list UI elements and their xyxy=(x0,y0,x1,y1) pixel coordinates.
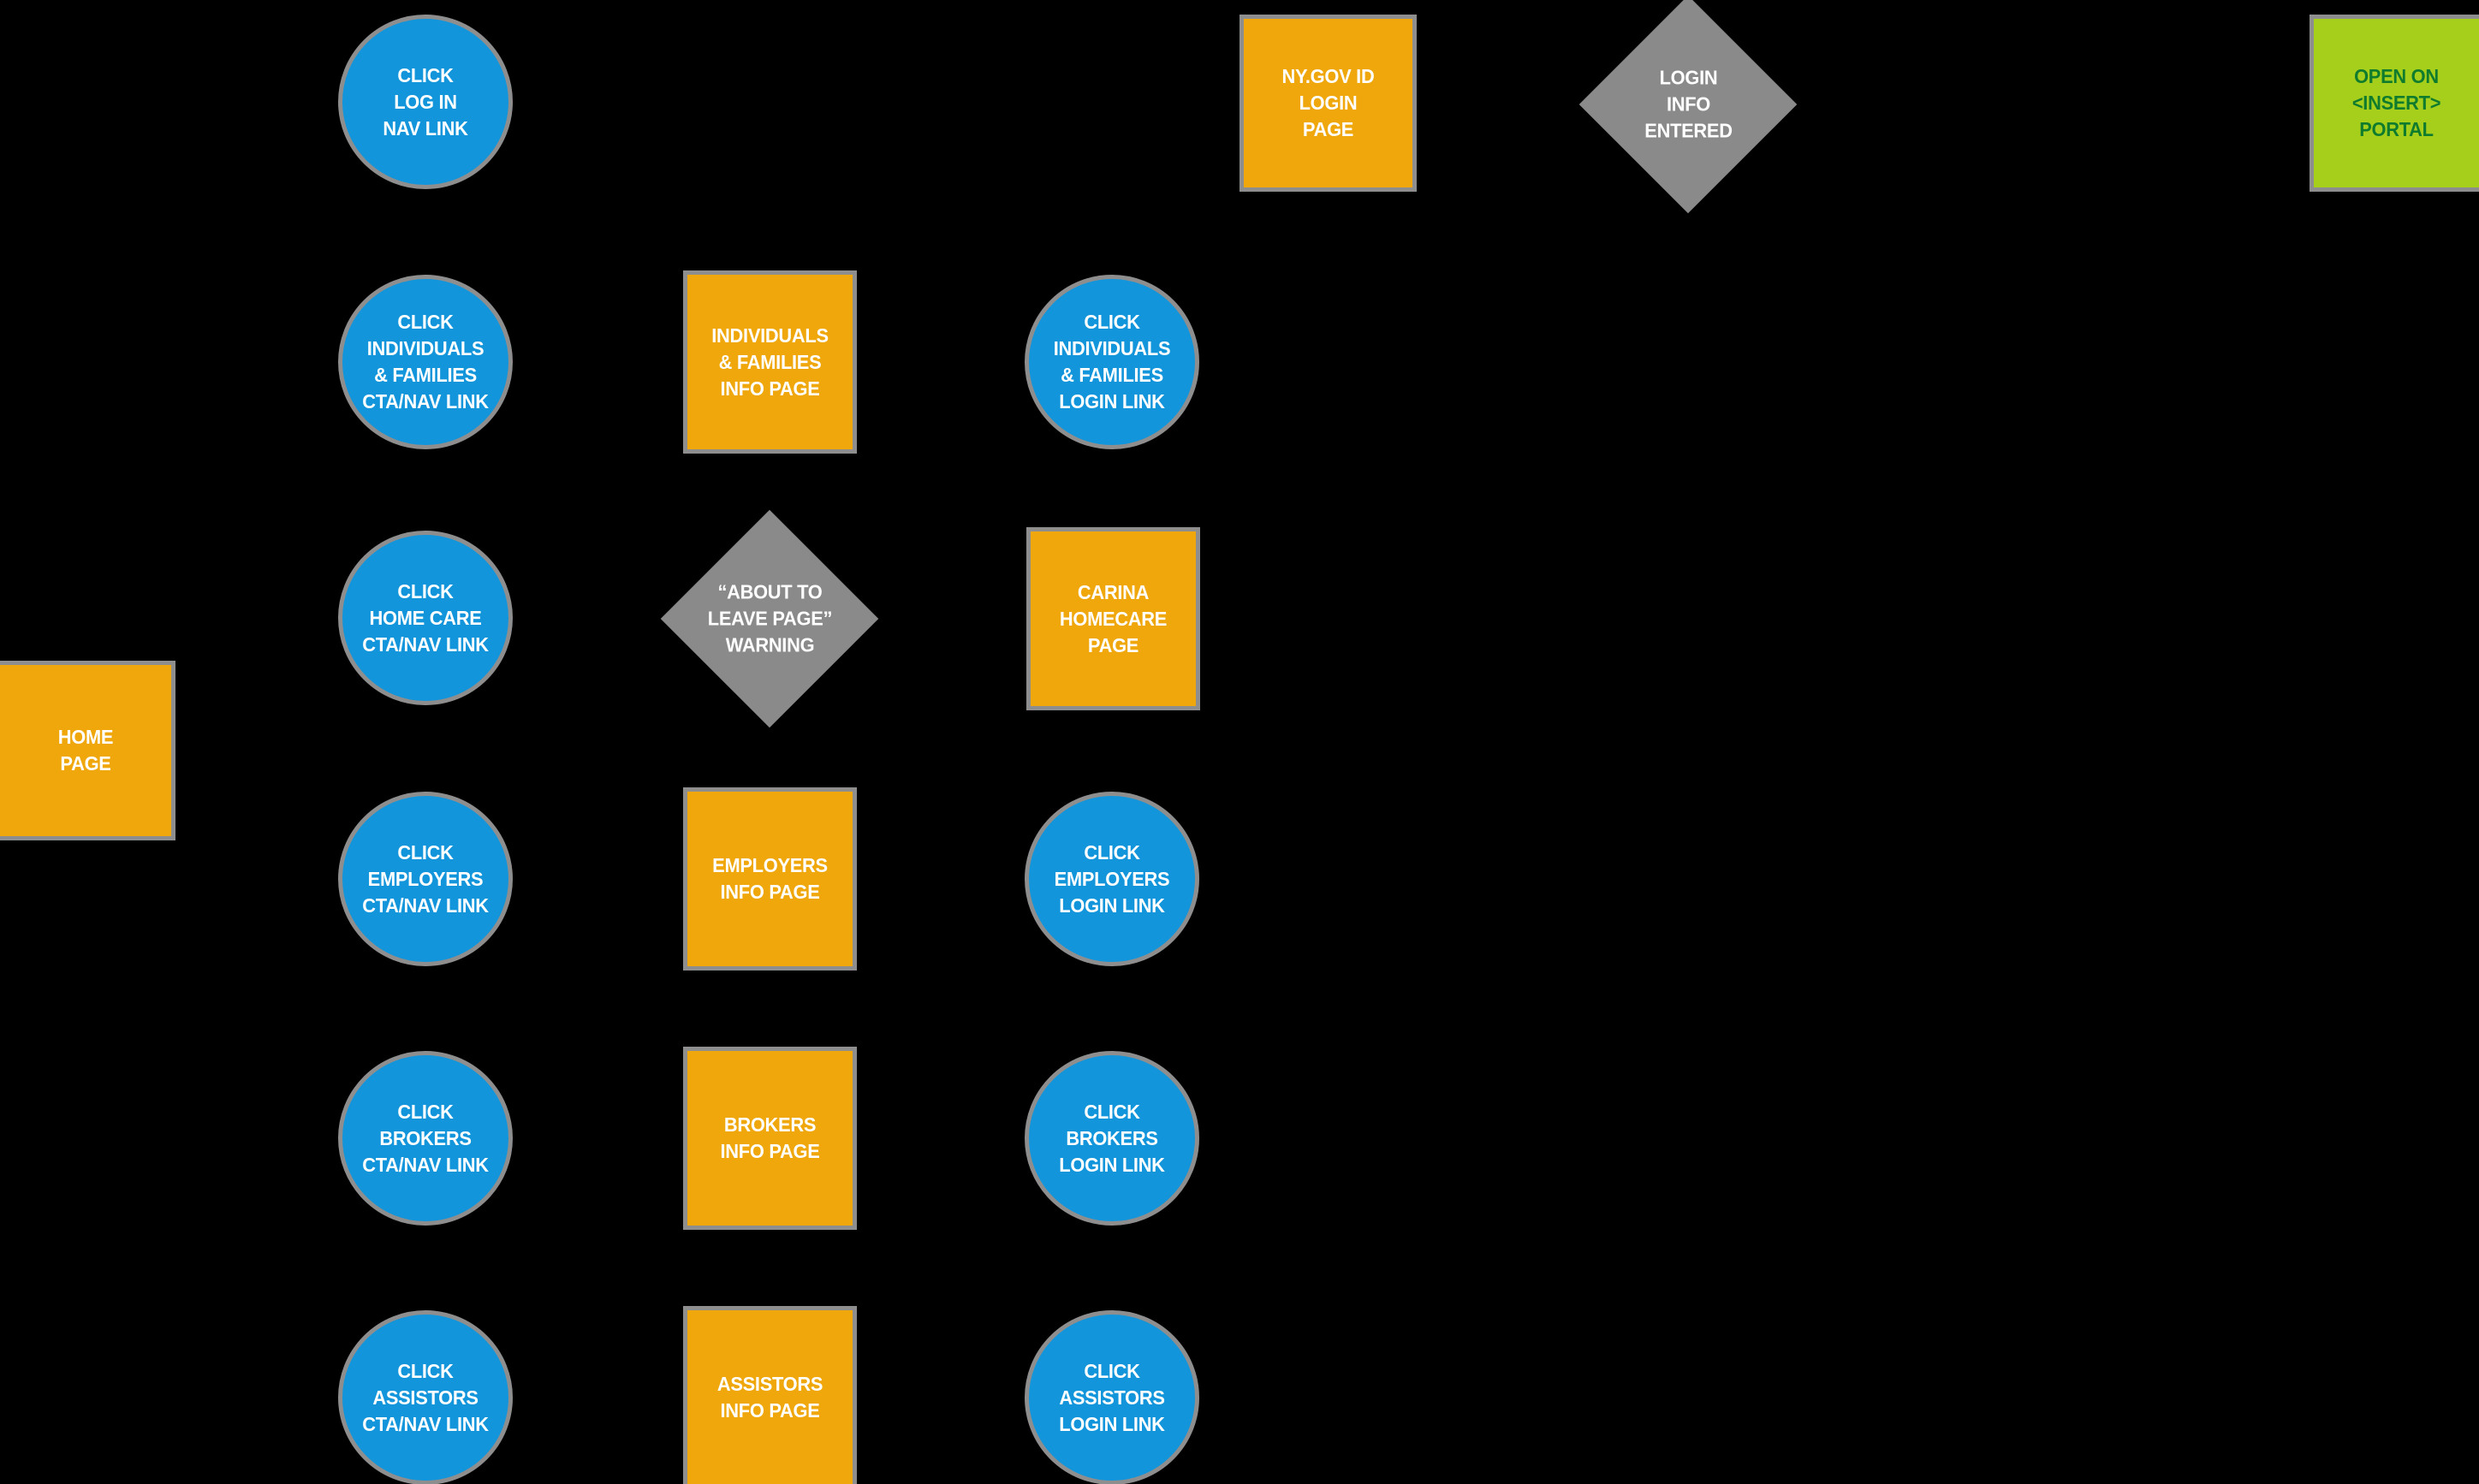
click-assistors-cta-nav-link-label-line: CLICK xyxy=(397,1359,454,1382)
assistors-info-page-label: ASSISTORS INFO PAGE xyxy=(691,1371,847,1424)
individuals-families-info-page-label-line: & FAMILIES xyxy=(718,350,821,373)
about-to-leave-page-warning-label-line: “ABOUT TO xyxy=(716,580,823,603)
about-to-leave-page-warning-node[interactable]: “ABOUT TO LEAVE PAGE” WARNING xyxy=(660,509,879,728)
about-to-leave-page-warning-label-line: WARNING xyxy=(725,633,814,656)
carina-homecare-page-label: CARINA HOMECARE PAGE xyxy=(1034,579,1191,659)
carina-homecare-page-label-line: CARINA xyxy=(1077,580,1149,603)
click-brokers-login-link-label: CLICK BROKERS LOGIN LINK xyxy=(1033,1099,1191,1178)
brokers-info-page-label-line: INFO PAGE xyxy=(719,1140,819,1162)
click-individuals-families-cta-nav-link-label-line: CLICK xyxy=(397,311,454,333)
click-employers-cta-nav-link-label-line: CLICK xyxy=(397,840,454,864)
click-employers-cta-nav-link-node[interactable]: CLICK EMPLOYERS CTA/NAV LINK xyxy=(338,792,513,966)
click-individuals-families-login-link-label-line: CLICK xyxy=(1084,311,1140,333)
click-home-care-cta-nav-link-label-line: CLICK xyxy=(397,579,454,603)
ny-gov-id-login-page-label-line: LOGIN xyxy=(1299,91,1357,114)
employers-info-page-label-line: INFO PAGE xyxy=(719,881,819,903)
click-assistors-cta-nav-link-label-line: ASSISTORS xyxy=(372,1386,479,1409)
click-brokers-login-link-label-line: BROKERS xyxy=(1066,1126,1158,1149)
click-individuals-families-login-link-label: CLICK INDIVIDUALS & FAMILIES LOGIN LINK xyxy=(1033,309,1191,415)
click-assistors-cta-nav-link-label: CLICK ASSISTORS CTA/NAV LINK xyxy=(347,1358,504,1438)
click-brokers-login-link-label-line: CLICK xyxy=(1084,1100,1140,1123)
login-info-entered-label: LOGIN INFO ENTERED xyxy=(1584,65,1792,145)
click-individuals-families-cta-nav-link-label-line: INDIVIDUALS xyxy=(366,337,485,359)
click-brokers-cta-nav-link-label-line: CTA/NAV LINK xyxy=(362,1153,489,1176)
click-log-in-nav-link-label: CLICK LOG IN NAV LINK xyxy=(347,62,504,142)
login-info-entered-label-line: LOGIN xyxy=(1659,66,1717,89)
click-employers-cta-nav-link-label: CLICK EMPLOYERS CTA/NAV LINK xyxy=(347,840,504,919)
click-assistors-login-link-label-line: ASSISTORS xyxy=(1059,1386,1165,1409)
carina-homecare-page-label-line: HOMECARE xyxy=(1059,607,1167,630)
click-brokers-cta-nav-link-label: CLICK BROKERS CTA/NAV LINK xyxy=(347,1099,504,1178)
assistors-info-page-label-line: ASSISTORS xyxy=(716,1373,823,1395)
assistors-info-page-node[interactable]: ASSISTORS INFO PAGE xyxy=(682,1306,857,1484)
home-page-node[interactable]: HOME PAGE xyxy=(0,661,175,840)
click-home-care-cta-nav-link-label: CLICK HOME CARE CTA/NAV LINK xyxy=(347,579,504,658)
click-individuals-families-cta-nav-link-label: CLICK INDIVIDUALS & FAMILIES CTA/NAV LINK xyxy=(347,309,504,415)
login-info-entered-node[interactable]: LOGIN INFO ENTERED xyxy=(1578,0,1798,214)
click-employers-cta-nav-link-label-line: CTA/NAV LINK xyxy=(362,893,489,917)
login-info-entered-label-line: INFO xyxy=(1666,92,1710,116)
click-individuals-families-login-link-node[interactable]: CLICK INDIVIDUALS & FAMILIES LOGIN LINK xyxy=(1025,275,1199,449)
click-brokers-cta-nav-link-node[interactable]: CLICK BROKERS CTA/NAV LINK xyxy=(338,1051,513,1226)
click-individuals-families-login-link-label-line: & FAMILIES xyxy=(1061,364,1163,386)
open-on-insert-portal-label: OPEN ON <INSERT> PORTAL xyxy=(2317,63,2474,143)
click-brokers-login-link-node[interactable]: CLICK BROKERS LOGIN LINK xyxy=(1025,1051,1199,1226)
open-on-insert-portal-label-line: PORTAL xyxy=(2358,117,2434,140)
click-employers-login-link-label-line: LOGIN LINK xyxy=(1059,893,1165,917)
click-assistors-login-link-label: CLICK ASSISTORS LOGIN LINK xyxy=(1033,1358,1191,1438)
brokers-info-page-node[interactable]: BROKERS INFO PAGE xyxy=(682,1047,857,1230)
click-employers-login-link-label-line: CLICK xyxy=(1084,840,1140,864)
click-individuals-families-cta-nav-link-node[interactable]: CLICK INDIVIDUALS & FAMILIES CTA/NAV LINK xyxy=(338,275,513,449)
open-on-insert-portal-label-line: OPEN ON xyxy=(2353,64,2439,87)
login-info-entered-label-line: ENTERED xyxy=(1644,119,1733,142)
individuals-families-info-page-label-line: INFO PAGE xyxy=(719,377,819,400)
carina-homecare-page-node[interactable]: CARINA HOMECARE PAGE xyxy=(1025,527,1200,710)
click-employers-login-link-label: CLICK EMPLOYERS LOGIN LINK xyxy=(1033,840,1191,919)
click-brokers-cta-nav-link-label-line: CLICK xyxy=(397,1100,454,1123)
click-assistors-login-link-label-line: CLICK xyxy=(1084,1359,1140,1382)
home-page-label: HOME PAGE xyxy=(4,724,167,777)
open-on-insert-portal-label-line: <INSERT> xyxy=(2351,91,2440,114)
click-log-in-nav-link-node[interactable]: CLICK LOG IN NAV LINK xyxy=(338,15,513,189)
click-employers-login-link-label-line: EMPLOYERS xyxy=(1054,867,1170,890)
click-log-in-nav-link-label-line: LOG IN xyxy=(394,90,457,113)
about-to-leave-page-warning-label-line: LEAVE PAGE” xyxy=(707,607,832,630)
brokers-info-page-label: BROKERS INFO PAGE xyxy=(691,1112,847,1165)
individuals-families-info-page-label: INDIVIDUALS & FAMILIES INFO PAGE xyxy=(691,323,847,402)
click-individuals-families-login-link-label-line: LOGIN LINK xyxy=(1059,390,1165,413)
individuals-families-info-page-node[interactable]: INDIVIDUALS & FAMILIES INFO PAGE xyxy=(682,270,857,454)
carina-homecare-page-label-line: PAGE xyxy=(1087,633,1138,656)
open-on-insert-portal-node[interactable]: OPEN ON <INSERT> PORTAL xyxy=(2309,14,2479,192)
home-page-label-line: HOME xyxy=(57,726,114,748)
click-log-in-nav-link-label-line: NAV LINK xyxy=(383,116,468,139)
ny-gov-id-login-page-label: NY.GOV ID LOGIN PAGE xyxy=(1247,63,1407,143)
employers-info-page-label: EMPLOYERS INFO PAGE xyxy=(691,852,847,905)
click-brokers-cta-nav-link-label-line: BROKERS xyxy=(379,1126,472,1149)
about-to-leave-page-warning-label: “ABOUT TO LEAVE PAGE” WARNING xyxy=(666,579,873,659)
home-page-label-line: PAGE xyxy=(60,752,111,775)
click-assistors-login-link-node[interactable]: CLICK ASSISTORS LOGIN LINK xyxy=(1025,1310,1199,1484)
click-assistors-cta-nav-link-label-line: CTA/NAV LINK xyxy=(362,1412,489,1435)
click-employers-login-link-node[interactable]: CLICK EMPLOYERS LOGIN LINK xyxy=(1025,792,1199,966)
click-assistors-cta-nav-link-node[interactable]: CLICK ASSISTORS CTA/NAV LINK xyxy=(338,1310,513,1484)
employers-info-page-node[interactable]: EMPLOYERS INFO PAGE xyxy=(682,787,857,971)
individuals-families-info-page-label-line: INDIVIDUALS xyxy=(710,324,829,347)
brokers-info-page-label-line: BROKERS xyxy=(723,1113,816,1136)
click-assistors-login-link-label-line: LOGIN LINK xyxy=(1059,1412,1165,1435)
click-brokers-login-link-label-line: LOGIN LINK xyxy=(1059,1153,1165,1176)
click-log-in-nav-link-label-line: CLICK xyxy=(397,63,454,86)
employers-info-page-label-line: EMPLOYERS xyxy=(711,854,828,876)
click-home-care-cta-nav-link-label-line: HOME CARE xyxy=(369,606,482,629)
ny-gov-id-login-page-label-line: NY.GOV ID xyxy=(1281,64,1374,87)
click-home-care-cta-nav-link-node[interactable]: CLICK HOME CARE CTA/NAV LINK xyxy=(338,531,513,705)
click-individuals-families-cta-nav-link-label-line: & FAMILIES xyxy=(374,364,477,386)
click-individuals-families-login-link-label-line: INDIVIDUALS xyxy=(1053,337,1171,359)
click-home-care-cta-nav-link-label-line: CTA/NAV LINK xyxy=(362,632,489,656)
click-individuals-families-cta-nav-link-label-line: CTA/NAV LINK xyxy=(362,390,489,413)
assistors-info-page-label-line: INFO PAGE xyxy=(719,1399,819,1422)
ny-gov-id-login-page-label-line: PAGE xyxy=(1302,117,1353,140)
ny-gov-id-login-page-node[interactable]: NY.GOV ID LOGIN PAGE xyxy=(1239,14,1417,192)
click-employers-cta-nav-link-label-line: EMPLOYERS xyxy=(367,867,484,890)
